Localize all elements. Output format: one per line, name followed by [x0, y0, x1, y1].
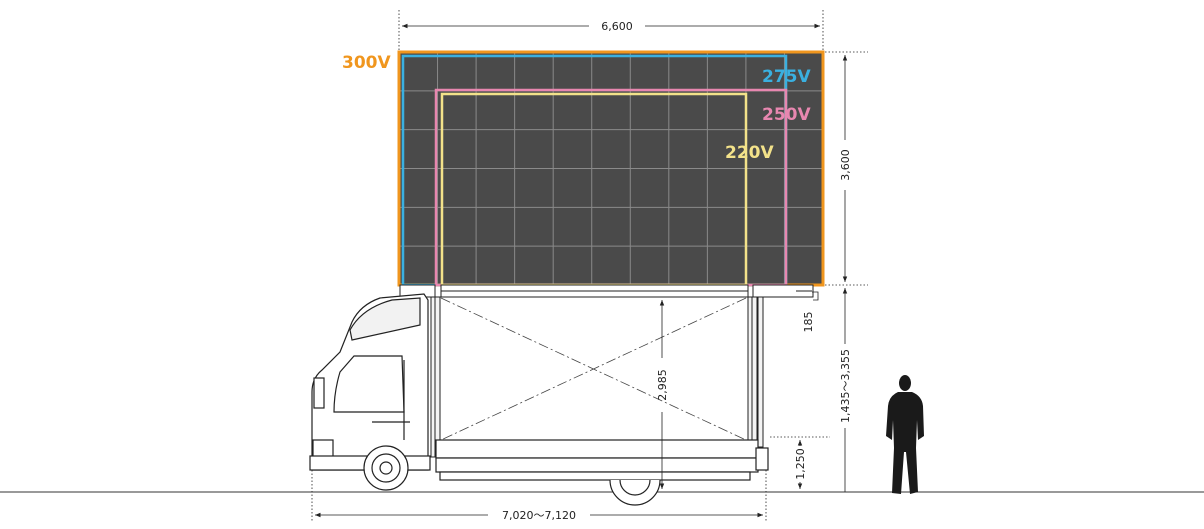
label-250v: 250V — [762, 105, 811, 125]
truck-bed — [435, 439, 759, 459]
dim-gap-label: 185 — [802, 312, 815, 333]
lift-mast — [430, 296, 764, 458]
dim-screen-height-label: 3,600 — [839, 149, 852, 181]
cab-spoiler — [349, 297, 421, 341]
dim-truck-length — [311, 470, 767, 522]
dim-screen-width-label: 6,600 — [601, 20, 633, 33]
person-silhouette — [886, 375, 924, 494]
label-300v: 300V — [342, 53, 391, 73]
screen-underside — [399, 284, 814, 298]
dim-deck-height — [770, 436, 830, 489]
dim-screen-bottom-label: 1,435〜3,355 — [839, 349, 852, 423]
dim-deck-height-label: 1,250 — [794, 448, 807, 480]
diagonal-guides — [440, 297, 747, 441]
dim-screen-height — [825, 51, 868, 286]
dim-lift-height-label: 2,985 — [656, 369, 669, 401]
led-screen — [397, 50, 825, 287]
label-220v: 220V — [725, 143, 774, 163]
dim-screen-width — [398, 10, 824, 50]
dim-truck-length-label: 7,020〜7,120 — [502, 509, 576, 522]
cab-window — [333, 355, 405, 413]
dim-gap — [812, 291, 819, 301]
truck — [309, 293, 769, 506]
label-275v: 275V — [762, 67, 811, 87]
